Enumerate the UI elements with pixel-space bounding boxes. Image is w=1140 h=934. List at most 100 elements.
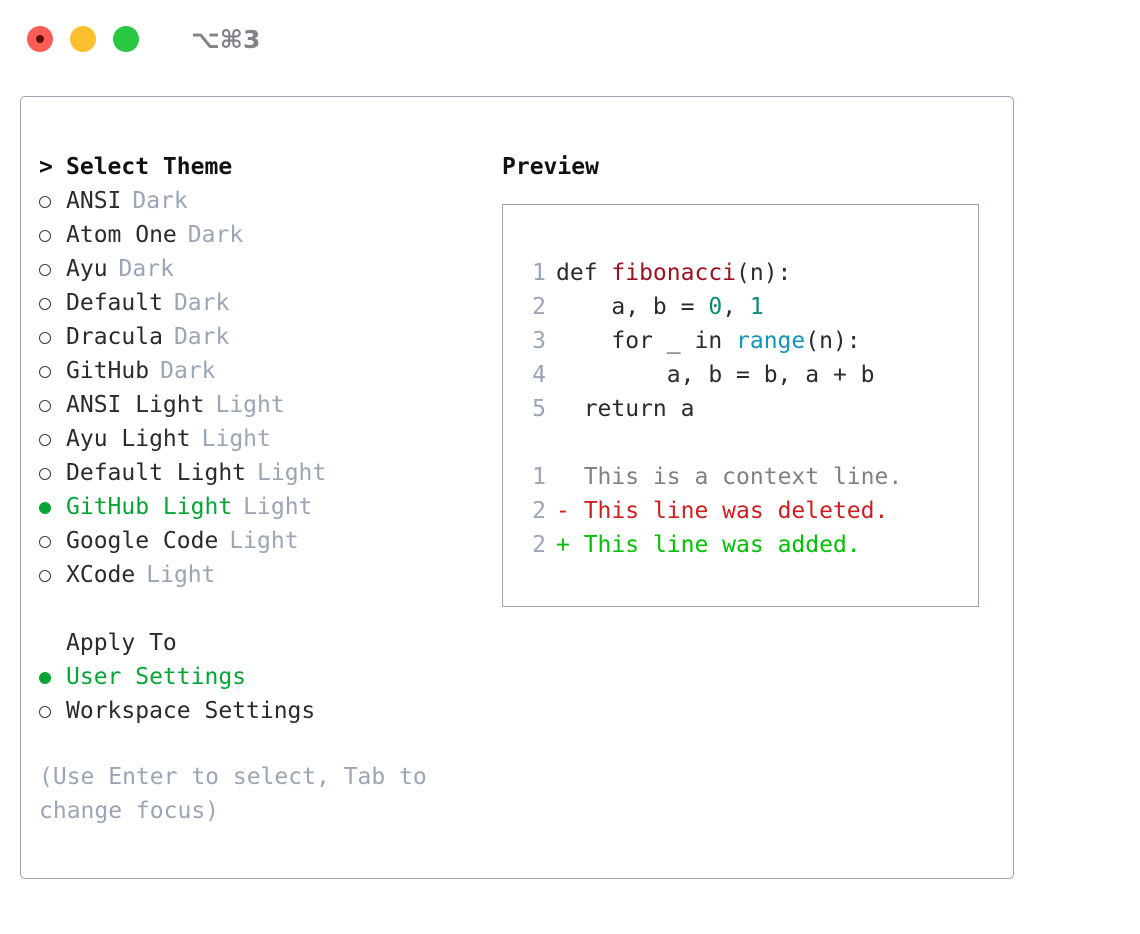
apply-to-label: Workspace Settings [66,698,316,724]
line-number: 2 [532,532,546,558]
theme-variant-tag: Dark [173,290,230,316]
diff-line: 1 This is a context line. [503,460,978,494]
code-token: def [556,260,612,286]
theme-variant-tag: Light [243,494,313,520]
radio-unselected-icon[interactable] [39,219,66,253]
radio-selected-icon[interactable] [39,491,66,525]
window-title-shortcut: ⌥⌘3 [191,24,261,54]
diff-marker [556,460,584,494]
code-token: for _ in [556,328,737,354]
theme-name: ANSI [66,188,122,214]
window-controls [27,26,139,52]
radio-unselected-icon[interactable] [39,559,66,593]
code-token: range [736,328,806,354]
radio-dot [39,536,51,548]
theme-list-item[interactable]: Dracula Dark [39,320,479,354]
radio-unselected-icon[interactable] [39,695,66,729]
maximize-button[interactable] [113,26,139,52]
theme-name: Default Light [66,460,247,486]
code-token: (n): [736,260,792,286]
theme-variant-tag: Light [201,426,271,452]
radio-dot [39,230,51,242]
window-titlebar: ⌥⌘3 [0,0,1140,78]
code-token: (n): [805,328,861,354]
radio-unselected-icon[interactable] [39,321,66,355]
theme-variant-tag: Dark [187,222,244,248]
radio-dot [39,366,51,378]
diff-marker: - [556,498,584,524]
minimize-button[interactable] [70,26,96,52]
keyboard-hint: (Use Enter to select, Tab to change focu… [39,764,427,824]
code-token: a, b = b, a + b [556,362,875,388]
line-number: 3 [532,328,546,354]
theme-variant-tag: Dark [160,358,216,384]
line-number: 5 [532,396,546,422]
radio-dot [39,706,51,718]
code-line: 2 a, b = 0, 1 [503,290,978,324]
diff-text: This line was added. [583,532,861,558]
apply-to-option[interactable]: Workspace Settings [39,694,479,728]
code-token: return a [556,396,695,422]
radio-dot [39,672,51,684]
diff-text: This line was deleted. [583,498,889,524]
theme-list-item[interactable]: Default Light Light [39,456,479,490]
diff-text: This is a context line. [583,464,903,490]
theme-list-item[interactable]: Default Dark [39,286,479,320]
line-number: 4 [532,362,546,388]
section-spacer [39,592,479,626]
theme-list-item[interactable]: GitHub Dark [39,354,479,388]
code-line: 5 return a [503,392,978,426]
code-token: fibonacci [611,260,737,286]
radio-dot [39,196,51,208]
radio-unselected-icon[interactable] [39,287,66,321]
radio-dot [39,434,51,446]
radio-unselected-icon[interactable] [39,185,66,219]
apply-to-option[interactable]: User Settings [39,660,479,694]
radio-unselected-icon[interactable] [39,253,66,287]
radio-unselected-icon[interactable] [39,525,66,559]
theme-list-item[interactable]: Atom One Dark [39,218,479,252]
theme-list-item[interactable]: XCode Light [39,558,479,592]
theme-name: XCode [66,562,136,588]
radio-unselected-icon[interactable] [39,457,66,491]
radio-unselected-icon[interactable] [39,423,66,457]
close-icon [36,35,44,43]
theme-name: GitHub [66,358,150,384]
radio-selected-icon[interactable] [39,661,66,695]
radio-dot [39,332,51,344]
close-button[interactable] [27,26,53,52]
code-diff-spacer [503,426,978,460]
theme-name: Atom One [66,222,177,248]
theme-variant-tag: Light [215,392,285,418]
radio-dot [39,298,51,310]
diff-marker: + [556,532,584,558]
caret-icon: > [39,154,53,180]
radio-unselected-icon[interactable] [39,389,66,423]
radio-dot [39,400,51,412]
apply-to-header: Apply To [66,630,177,656]
theme-name: Ayu [66,256,108,282]
diff-line: 2 + This line was added. [503,528,978,562]
theme-variant-tag: Light [257,460,327,486]
radio-dot [39,468,51,480]
theme-name: Default [66,290,163,316]
radio-unselected-icon[interactable] [39,355,66,389]
theme-variant-tag: Light [146,562,216,588]
theme-variant-tag: Dark [173,324,230,350]
line-number: 1 [532,260,546,286]
code-token: 0 [708,294,723,320]
apply-to-label: User Settings [66,664,247,690]
line-number: 2 [532,294,546,320]
preview-title: Preview [502,154,599,180]
theme-name: Dracula [66,324,163,350]
